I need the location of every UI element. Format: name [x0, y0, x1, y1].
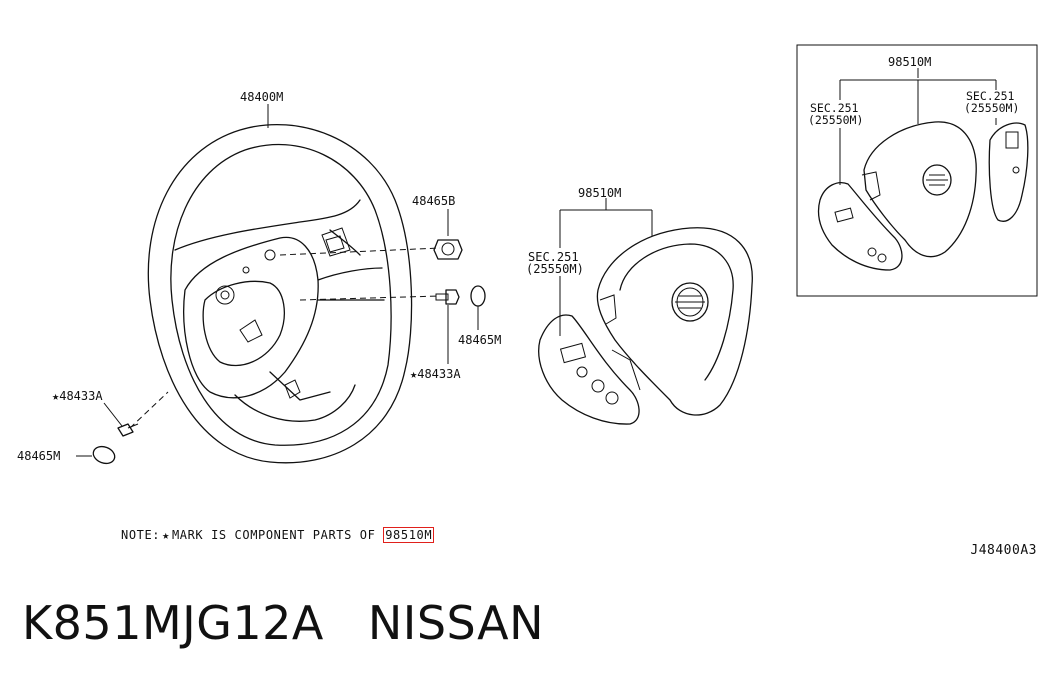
label-switch-line2: (25550M) — [526, 262, 584, 276]
star-icon: ★ — [162, 528, 170, 542]
bolt-part-icon — [435, 289, 460, 364]
diagram-code: J48400A3 — [970, 543, 1037, 558]
inset-switch-right-drawing — [988, 122, 1029, 222]
cap-part-icon — [470, 285, 486, 330]
bolt-part-icon-left — [103, 402, 139, 437]
label-switch-line1: SEC.251 — [528, 250, 579, 264]
part-number: K851MJG12A — [22, 596, 324, 650]
label-bolt-left: ★48433A — [52, 389, 103, 403]
label-cap-right: 48465M — [458, 333, 501, 347]
label-inset-airbag: 98510M — [888, 55, 931, 69]
label-inset-switch-right-line2: (25550M) — [964, 101, 1019, 115]
label-inset-switch-left-line1: SEC.251 — [810, 101, 859, 115]
note-text: MARK IS COMPONENT PARTS OF — [171, 528, 376, 542]
label-inset-switch-left-line2: (25550M) — [808, 113, 863, 127]
inset-switch-left-drawing — [817, 182, 903, 271]
cap-part-icon-left — [76, 445, 116, 465]
inset-box — [796, 44, 1038, 297]
airbag-module-drawing — [596, 227, 753, 416]
component-note: NOTE:★MARK IS COMPONENT PARTS OF 98510M — [121, 527, 435, 543]
note-prefix: NOTE: — [121, 528, 161, 542]
steering-wheel-drawing — [147, 123, 413, 464]
inset-airbag-drawing — [861, 121, 977, 258]
brand-name: NISSAN — [367, 596, 544, 650]
switch-assembly-drawing — [538, 314, 640, 425]
nut-part-icon — [433, 209, 463, 260]
label-airbag: 98510M — [578, 186, 621, 200]
label-wheel: 48400M — [240, 90, 283, 104]
label-bolt-right: ★48433A — [410, 367, 461, 381]
part-caption: K851MJG12A NISSAN — [22, 596, 544, 650]
highlighted-part-number: 98510M — [383, 527, 435, 543]
label-inset-switch-right-line1: SEC.251 — [966, 89, 1015, 103]
label-cap-left: 48465M — [17, 449, 60, 463]
label-nut: 48465B — [412, 194, 455, 208]
